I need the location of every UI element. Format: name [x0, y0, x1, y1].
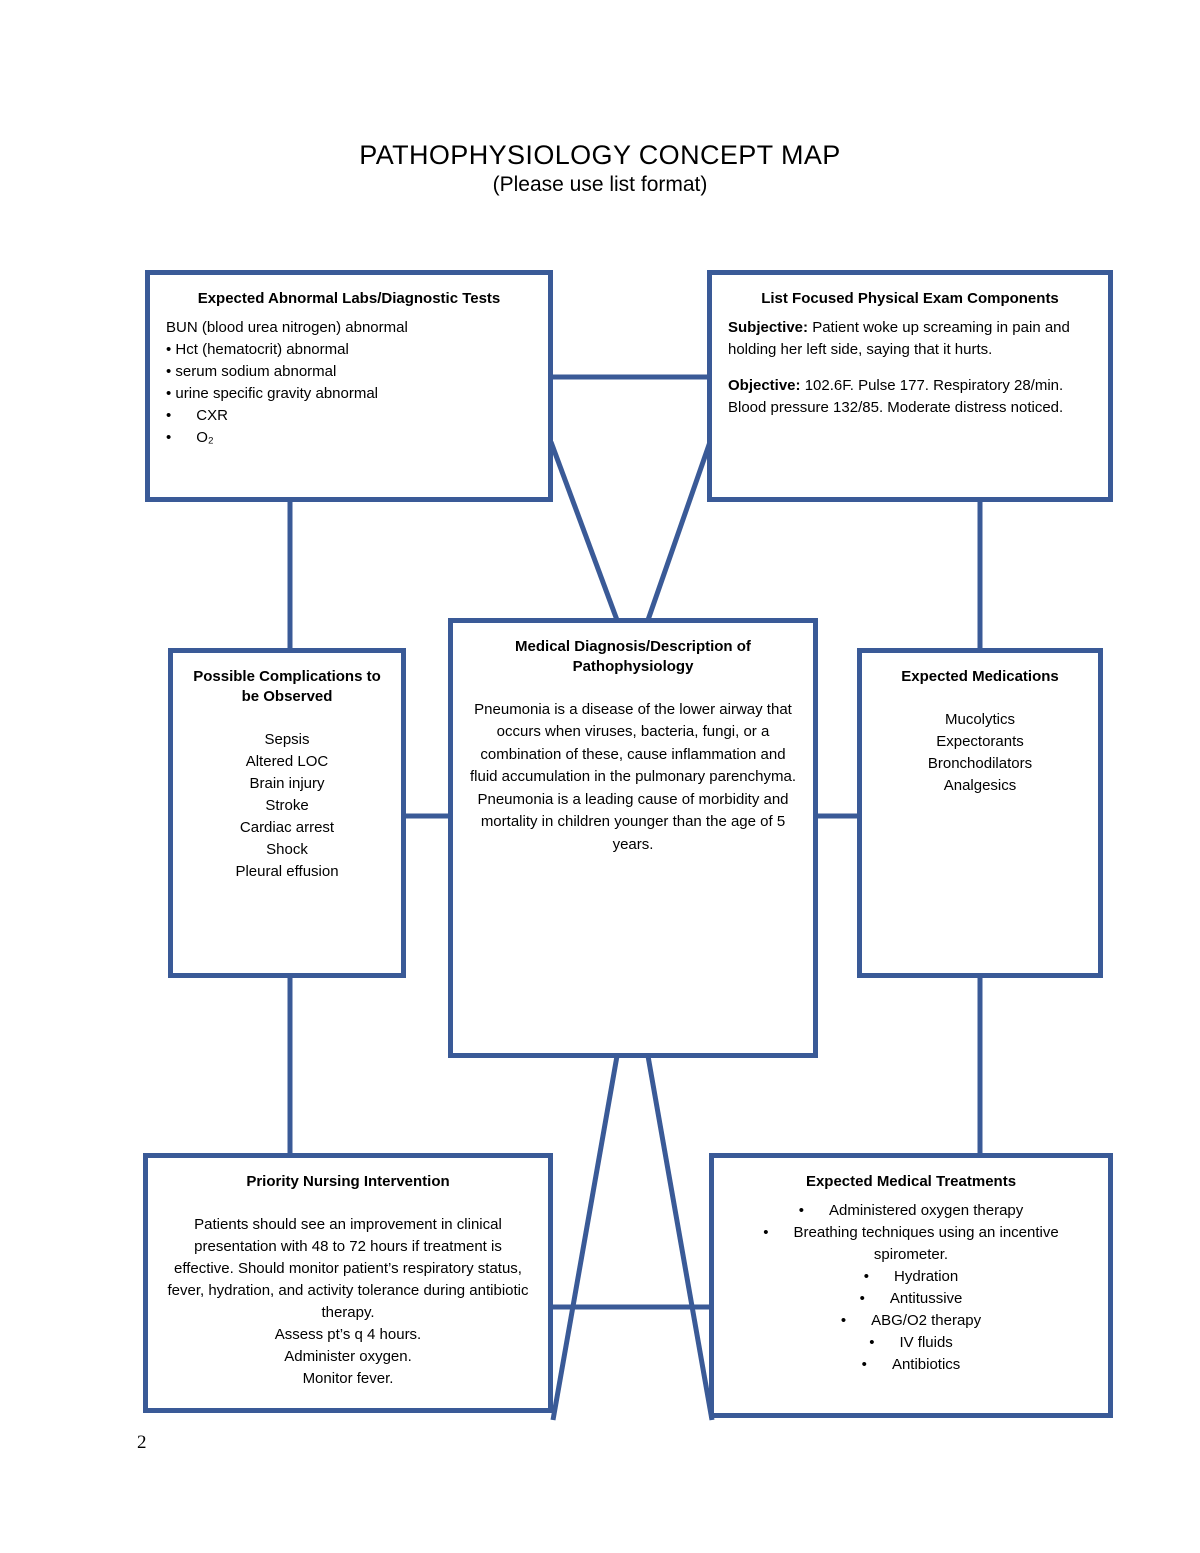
- connector-diagnosis-to-nursing: [550, 1055, 620, 1421]
- treatment-item: Antitussive: [730, 1288, 1092, 1310]
- node-title-complications: Possible Complications to be Observed: [193, 668, 381, 705]
- lab-line-5: O₂: [166, 427, 532, 449]
- page-title: PATHOPHYSIOLOGY CONCEPT MAP: [359, 140, 841, 170]
- exam-subjective-label: Subjective:: [728, 318, 809, 336]
- medication-item: Analgesics: [943, 776, 1017, 794]
- exam-objective-label: Objective:: [728, 376, 801, 394]
- node-title-diagnosis: Medical Diagnosis/Description of Pathoph…: [515, 638, 751, 675]
- treatment-item: IV fluids: [730, 1332, 1092, 1354]
- lab-line-4: CXR: [166, 405, 532, 427]
- exam-subjective-text: Patient woke up screaming in pain and ho…: [728, 318, 1070, 358]
- node-body-exam: Subjective: Patient woke up screaming in…: [728, 317, 1092, 419]
- lab-line-2: serum sodium abnormal: [166, 361, 532, 383]
- treatment-item: Administered oxygen therapy: [730, 1200, 1092, 1222]
- medication-item: Mucolytics: [944, 710, 1015, 728]
- treatment-item: Antibiotics: [730, 1354, 1092, 1376]
- treatment-item: ABG/O2 therapy: [730, 1310, 1092, 1332]
- connector-diagnosis-to-treatments: [645, 1055, 715, 1421]
- complication-item: Shock: [266, 840, 308, 858]
- node-title-exam: List Focused Physical Exam Components: [761, 290, 1059, 307]
- node-body-diagnosis: Pneumonia is a disease of the lower airw…: [469, 685, 797, 857]
- node-expected-medications: Expected Medications Mucolytics Expector…: [857, 648, 1103, 978]
- complication-item: Pleural effusion: [235, 862, 339, 880]
- nursing-extra-line: Administer oxygen.: [284, 1348, 412, 1366]
- exam-objective-text: 102.6F. Pulse 177. Respiratory 28/min. B…: [728, 376, 1064, 416]
- nursing-extra-line: Assess pt’s q 4 hours.: [274, 1326, 422, 1344]
- node-body-labs: BUN (blood urea nitrogen) abnormal Hct (…: [166, 317, 532, 449]
- node-title-medications: Expected Medications: [901, 668, 1059, 685]
- medication-item: Expectorants: [936, 732, 1024, 750]
- node-possible-complications: Possible Complications to be Observed Se…: [168, 648, 406, 978]
- complication-item: Stroke: [265, 796, 309, 814]
- page-subtitle: (Please use list format): [492, 173, 708, 197]
- complication-item: Brain injury: [249, 774, 325, 792]
- complication-item: Sepsis: [264, 730, 310, 748]
- treatment-item: Hydration: [730, 1266, 1092, 1288]
- diagnosis-spacer: [469, 685, 797, 699]
- lab-line-1: Hct (hematocrit) abnormal: [166, 339, 532, 361]
- page-number: 2: [137, 1432, 147, 1453]
- node-title-labs: Expected Abnormal Labs/Diagnostic Tests: [197, 290, 501, 307]
- node-body-treatments: Administered oxygen therapy Breathing te…: [730, 1200, 1092, 1376]
- nursing-paragraph: Patients should see an improvement in cl…: [167, 1215, 529, 1321]
- complication-item: Altered LOC: [245, 752, 329, 770]
- node-expected-medical-treatments: Expected Medical Treatments Administered…: [709, 1153, 1113, 1418]
- complication-item: Cardiac arrest: [239, 818, 335, 836]
- treatment-item: Breathing techniques using an incentive …: [730, 1222, 1092, 1266]
- node-physical-exam-components: List Focused Physical Exam Components Su…: [707, 270, 1113, 502]
- node-expected-abnormal-labs: Expected Abnormal Labs/Diagnostic Tests …: [145, 270, 553, 502]
- exam-spacer: [728, 361, 1092, 375]
- exam-subjective: Subjective: Patient woke up screaming in…: [728, 317, 1092, 361]
- node-medical-diagnosis: Medical Diagnosis/Description of Pathoph…: [448, 618, 818, 1058]
- nursing-spacer: [164, 1200, 532, 1214]
- medication-item: Bronchodilators: [927, 754, 1033, 772]
- nursing-extra-line: Monitor fever.: [302, 1370, 394, 1388]
- lab-line-3: urine specific gravity abnormal: [166, 383, 532, 405]
- complications-spacer: [189, 715, 385, 729]
- node-body-medications: Mucolytics Expectorants Bronchodilators …: [878, 695, 1082, 797]
- connector-exam-to-diagnosis: [645, 441, 713, 621]
- exam-objective: Objective: 102.6F. Pulse 177. Respirator…: [728, 375, 1092, 419]
- lab-line-0: BUN (blood urea nitrogen) abnormal: [166, 318, 408, 336]
- page-header: PATHOPHYSIOLOGY CONCEPT MAP (Please use …: [0, 140, 1200, 198]
- node-title-nursing: Priority Nursing Intervention: [246, 1173, 450, 1190]
- node-body-complications: Sepsis Altered LOC Brain injury Stroke C…: [189, 715, 385, 883]
- node-title-treatments: Expected Medical Treatments: [805, 1173, 1017, 1190]
- node-priority-nursing-intervention: Priority Nursing Intervention Patients s…: [143, 1153, 553, 1413]
- node-body-nursing: Patients should see an improvement in cl…: [164, 1200, 532, 1390]
- connector-labs-to-diagnosis: [548, 441, 620, 621]
- diagnosis-text: Pneumonia is a disease of the lower airw…: [469, 700, 796, 853]
- medications-spacer: [878, 695, 1082, 709]
